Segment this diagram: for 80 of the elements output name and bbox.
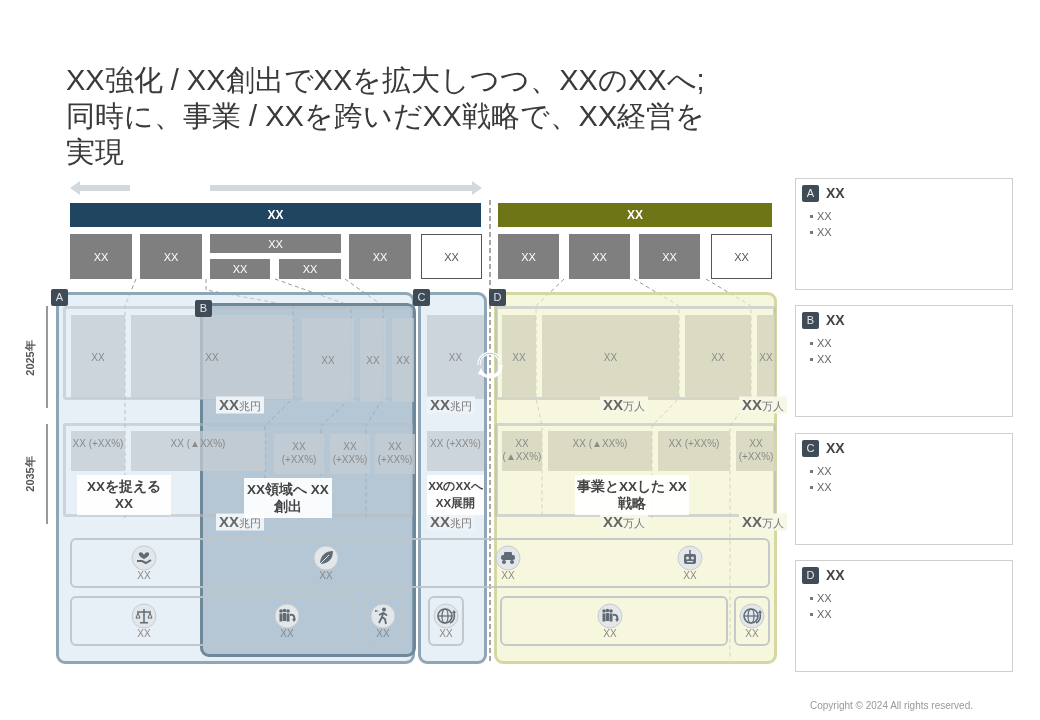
icon-caption: XX xyxy=(745,628,759,640)
category-box: XX xyxy=(210,259,270,279)
bullet-item: XX xyxy=(817,464,832,478)
bullet-item: XX xyxy=(817,336,832,350)
year-label: 2025年 xyxy=(23,340,37,376)
data-cell: XX (+XX%) xyxy=(330,434,370,474)
header-bar: XX xyxy=(498,203,772,227)
icon-caption: XX xyxy=(319,570,333,582)
data-cell: XX (▲XX%) xyxy=(502,431,542,471)
category-box: XX xyxy=(569,234,630,279)
category-box: XX xyxy=(140,234,202,279)
sum-label: XX兆円 xyxy=(216,396,264,414)
copyright-note: Copyright © 2024 All rights reserved. xyxy=(810,699,973,711)
category-box: XX xyxy=(210,234,341,253)
title: XX強化 / XX創出でXXを拡大しつつ、XXのXXへ;同時に、事業 / XXを跨いだXX戦略で、XX経営を実現 xyxy=(66,63,707,170)
note-card xyxy=(795,560,1013,672)
callout-label: XXを捉える XX xyxy=(77,475,171,515)
badge-label: A xyxy=(51,289,68,306)
bullet-item: XX xyxy=(817,607,832,621)
data-cell: XX (+XX%) xyxy=(375,434,415,474)
callout-label: XXのXXへ XX展開 xyxy=(427,475,484,515)
category-box: XX xyxy=(421,234,482,279)
data-cell: XX xyxy=(392,318,414,402)
bullet-item: XX xyxy=(817,480,832,494)
badge-label: C xyxy=(413,289,430,306)
data-cell: XX (+XX%) xyxy=(658,431,730,471)
card-heading: XX xyxy=(826,184,845,203)
icon-caption: XX xyxy=(280,628,294,640)
category-box: XX xyxy=(349,234,411,279)
sum-label: XX万人 xyxy=(739,513,787,531)
icon-caption: XX xyxy=(501,570,515,582)
callout-label: XX領域へ XX創出 xyxy=(244,478,332,518)
category-box: XX xyxy=(711,234,772,279)
data-cell: XX (+XX%) xyxy=(427,431,484,471)
icon-caption: XX xyxy=(376,628,390,640)
data-cell: XX (▲XX%) xyxy=(131,431,265,471)
note-card xyxy=(795,178,1013,290)
data-cell: XX xyxy=(542,315,679,399)
card-heading: XX xyxy=(826,439,845,458)
bullet-item: XX xyxy=(817,591,832,605)
data-cell: XX xyxy=(685,315,751,399)
sum-label: XX万人 xyxy=(600,396,648,414)
data-cell: XX xyxy=(302,318,354,402)
card-heading: XX xyxy=(826,311,845,330)
data-cell: XX xyxy=(757,315,775,399)
badge-label: B xyxy=(802,312,819,329)
note-card xyxy=(795,305,1013,417)
data-cell: XX xyxy=(502,315,536,399)
year-label: 2035年 xyxy=(23,456,37,492)
card-heading: XX xyxy=(826,566,845,585)
sum-label: XX万人 xyxy=(739,396,787,414)
data-cell: XX (+XX%) xyxy=(71,431,125,471)
icon-caption: XX xyxy=(603,628,617,640)
data-cell: XX (+XX%) xyxy=(736,431,776,471)
badge-label: C xyxy=(802,440,819,457)
bullet-item: XX xyxy=(817,352,832,366)
note-card xyxy=(795,433,1013,545)
badge-label: D xyxy=(489,289,506,306)
category-box: XX xyxy=(498,234,559,279)
data-cell: XX (▲XX%) xyxy=(548,431,652,471)
bullet-item: XX xyxy=(817,225,832,239)
data-cell: XX xyxy=(131,315,293,399)
category-box: XX xyxy=(70,234,132,279)
category-box: XX xyxy=(639,234,700,279)
sum-label: XX兆円 xyxy=(427,396,475,414)
icon-caption: XX xyxy=(683,570,697,582)
badge-label: D xyxy=(802,567,819,584)
data-cell: XX xyxy=(71,315,125,399)
data-cell: XX xyxy=(427,315,484,399)
data-cell: XX (+XX%) xyxy=(274,434,324,474)
badge-label: A xyxy=(802,185,819,202)
data-cell: XX xyxy=(360,318,386,402)
category-box: XX xyxy=(279,259,341,279)
badge-label: B xyxy=(195,300,212,317)
icon-caption: XX xyxy=(137,570,151,582)
header-bar: XX xyxy=(70,203,481,227)
bullet-item: XX xyxy=(817,209,832,223)
callout-label: 事業とXXした XX戦略 xyxy=(575,475,689,515)
icon-caption: XX xyxy=(137,628,151,640)
icon-caption: XX xyxy=(439,628,453,640)
